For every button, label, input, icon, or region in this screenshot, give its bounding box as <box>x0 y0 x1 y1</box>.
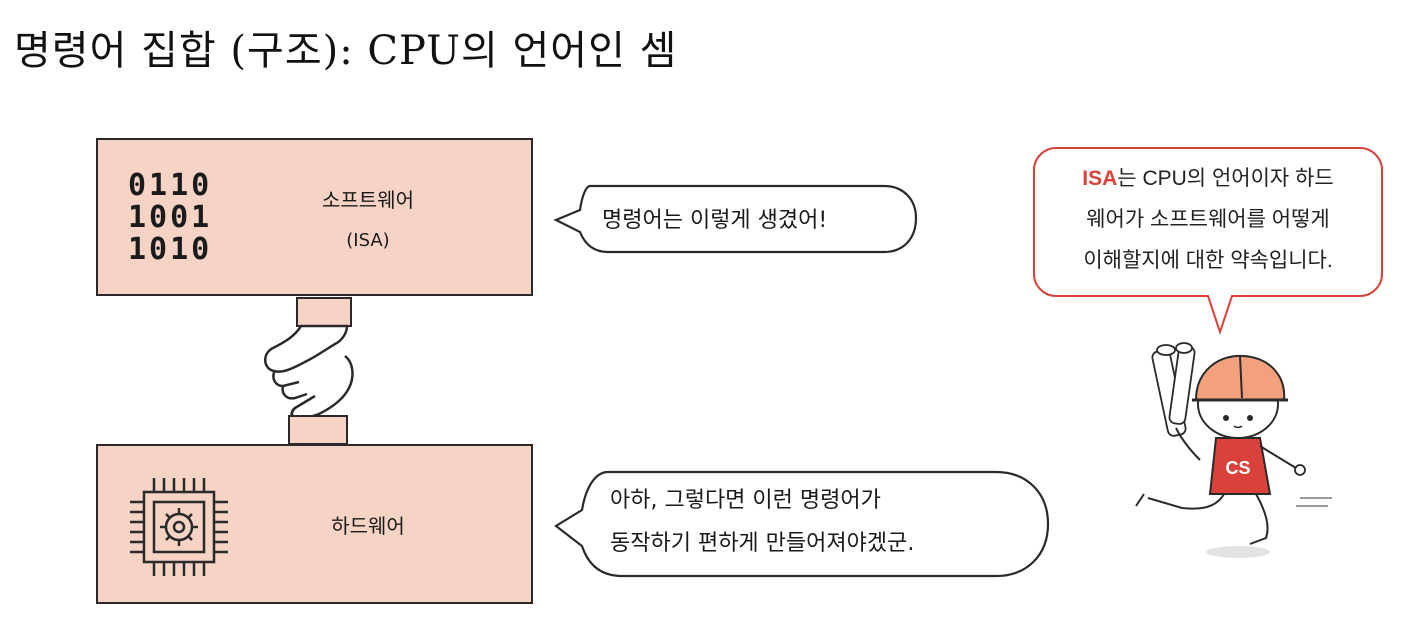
binary-line: 1001 <box>128 200 213 235</box>
isa-info-line-1-rest: 는 CPU의 언어이자 하드 <box>1117 167 1334 190</box>
binary-code: 0110 1001 1010 <box>128 170 212 266</box>
hardware-label: 하드웨어 <box>331 514 405 538</box>
software-label: 소프트웨어 <box>322 188 414 212</box>
mascot-shirt-text: CS <box>1225 458 1250 478</box>
binary-line: 1010 <box>128 232 213 267</box>
worker-mascot-icon: CS <box>1135 342 1332 558</box>
cpu-gear-icon <box>130 478 228 576</box>
speech-bubble-shape <box>554 470 1050 578</box>
isa-info-line-2: 웨어가 소프트웨어를 어떻게 <box>1086 208 1330 231</box>
info-bubble-shape <box>1033 147 1383 336</box>
hardware-speech-bubble: 아하, 그렇다면 이런 명령어가 동작하기 편하게 만들어져야겠군. <box>552 468 1052 584</box>
software-speech-bubble: 명령어는 이렇게 생겼어! <box>552 180 922 264</box>
isa-highlight: ISA <box>1082 167 1118 190</box>
handshake-icon <box>264 297 354 445</box>
software-box: 0110 1001 1010 소프트웨어 (ISA) <box>96 138 533 296</box>
isa-info-bubble: ISA는 CPU의 언어이자 하드 웨어가 소프트웨어를 어떻게 이해할지에 대… <box>1032 146 1384 340</box>
hardware-speech-line-2: 동작하기 편하게 만들어져야겠군. <box>610 531 915 556</box>
software-speech-text: 명령어는 이렇게 생겼어! <box>602 208 828 233</box>
binary-line: 0110 <box>128 168 213 203</box>
isa-info-line-1: ISA는 CPU의 언어이자 하드 <box>1032 158 1384 199</box>
hardware-speech-line-1: 아하, 그렇다면 이런 명령어가 <box>610 488 881 513</box>
isa-label: (ISA) <box>346 230 390 251</box>
speech-bubble-shape <box>553 184 918 254</box>
page-title: 명령어 집합 (구조): CPU의 언어인 셈 <box>14 28 678 74</box>
hardware-box: 하드웨어 <box>96 444 533 604</box>
isa-info-line-3: 이해할지에 대한 약속입니다. <box>1083 249 1333 272</box>
